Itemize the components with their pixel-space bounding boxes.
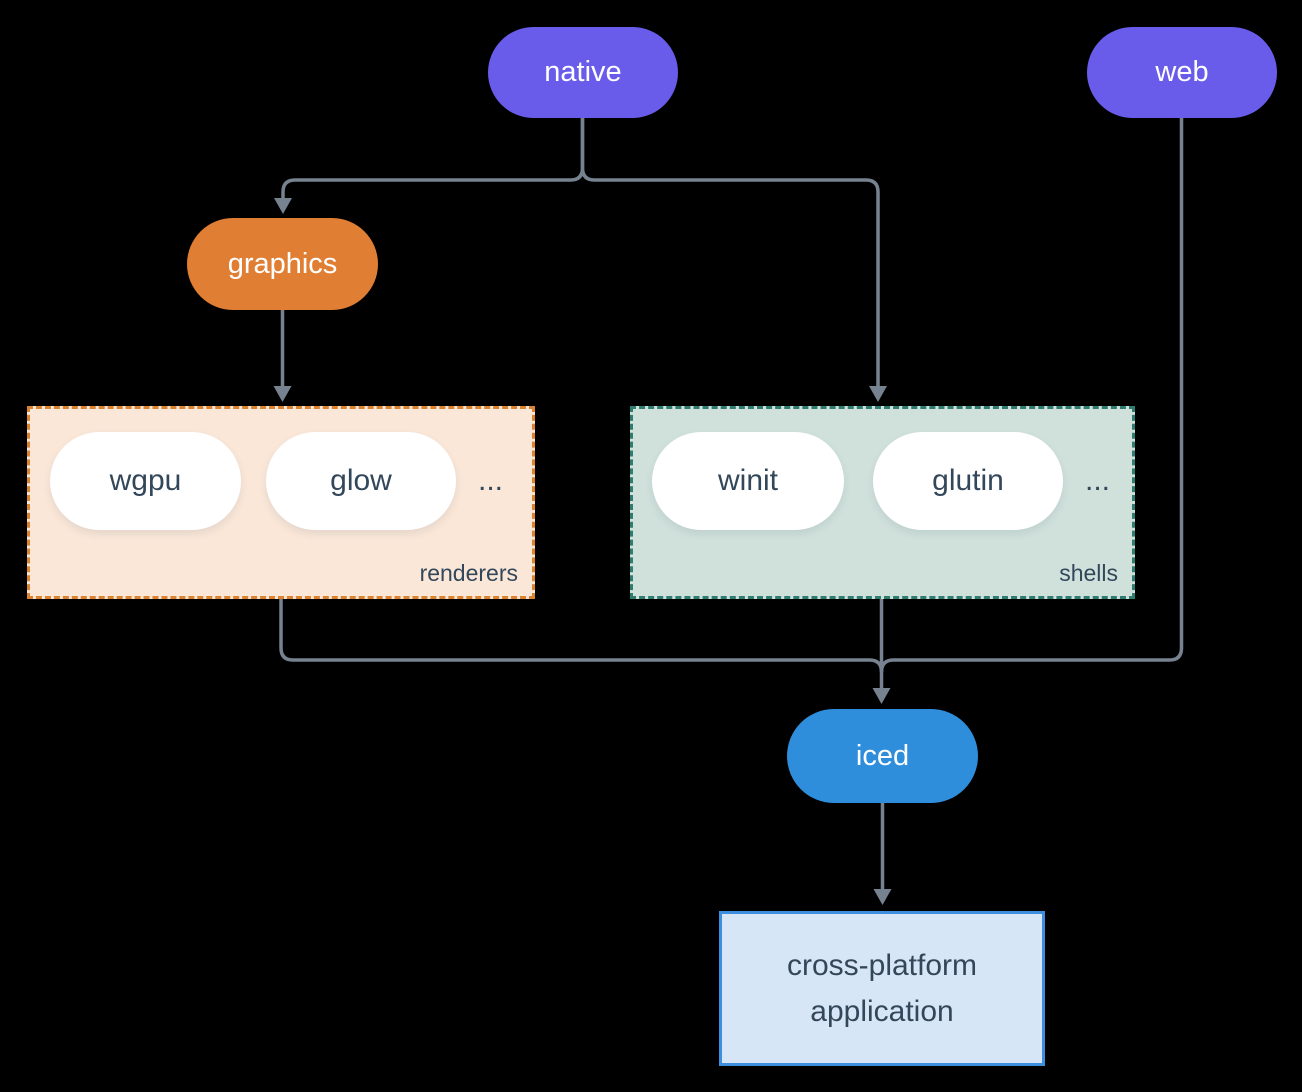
renderers-group-label: renderers [419,560,518,586]
edge-native-shells [580,118,880,387]
group-renderers: wgpu glow ... renderers [27,406,535,599]
edge-renderers-iced [279,599,884,673]
node-winit: winit [652,432,844,530]
node-web: web [1087,27,1277,118]
shells-group-label: shells [1059,560,1118,586]
arrowhead-graphics [274,198,292,214]
node-native: native [488,27,678,118]
node-graphics: graphics [187,218,378,310]
node-wgpu-label: wgpu [109,464,182,497]
node-iced-label: iced [855,739,910,772]
node-winit-label: winit [717,464,778,497]
node-iced: iced [787,709,978,803]
node-glutin: glutin [873,432,1063,530]
application-label-line1: cross-platform [786,948,978,982]
node-cross-platform-application: cross-platform application [719,911,1045,1066]
node-native-label: native [544,56,622,88]
node-glow: glow [266,432,456,530]
shells-ellipsis: ... [1085,464,1111,497]
node-glow-label: glow [330,464,392,497]
node-graphics-label: graphics [227,247,338,280]
application-label-line2: application [810,994,954,1028]
node-web-label: web [1155,56,1209,88]
edge-native-graphics [281,118,585,199]
arrowhead-renderers [273,386,292,402]
arrowhead-application [873,889,892,905]
group-shells: winit glutin ... shells [630,406,1135,599]
arrowhead-shells [869,386,887,402]
renderers-ellipsis: ... [478,464,504,497]
node-glutin-label: glutin [932,464,1004,497]
arrowhead-iced [872,688,891,704]
node-wgpu: wgpu [50,432,241,530]
